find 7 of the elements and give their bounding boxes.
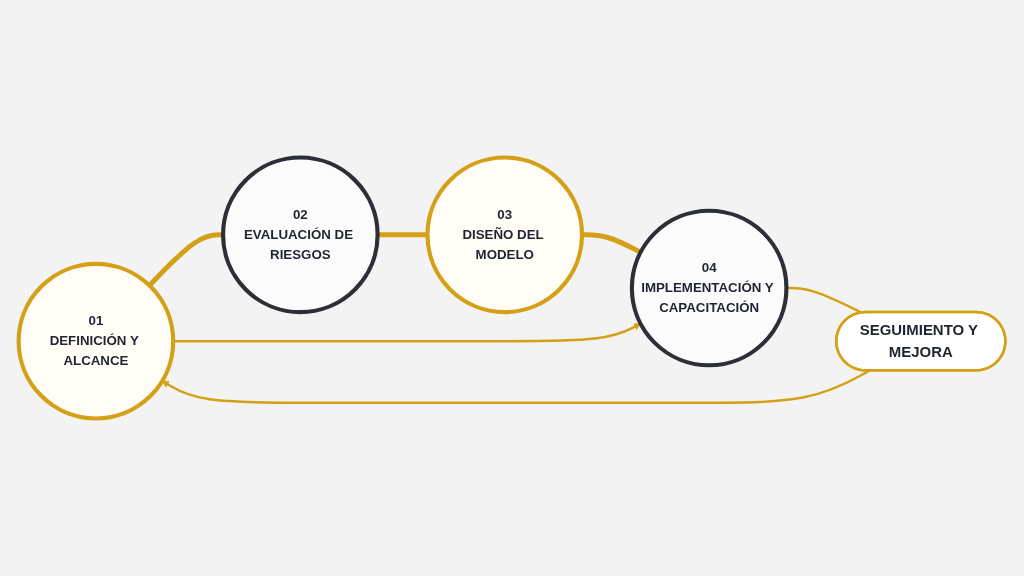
- node-circle: 03 DISEÑO DEL MODELO: [425, 155, 585, 315]
- node-circle: 04 IMPLEMENTACIÓN Y CAPACITACIÓN: [629, 208, 789, 368]
- connector: [377, 232, 428, 238]
- node-circle: 01 DEFINICIÓN Y ALCANCE: [16, 261, 176, 421]
- node-circle: 02 EVALUACIÓN DE RIESGOS: [221, 155, 380, 315]
- arrow: [173, 323, 641, 343]
- connector: [582, 232, 642, 255]
